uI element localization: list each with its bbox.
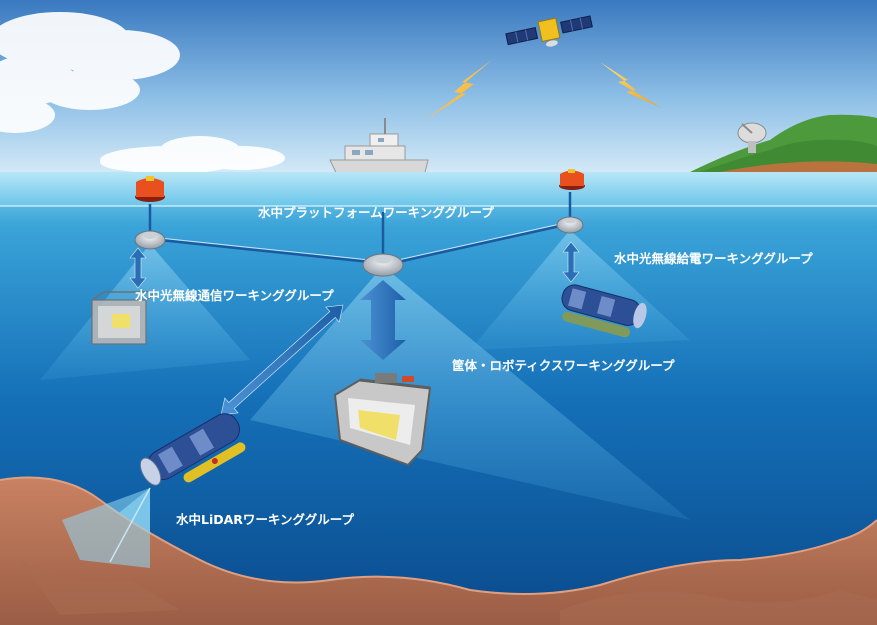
clouds — [0, 12, 285, 174]
label-optical-power: 水中光無線給電ワーキンググループ — [614, 251, 813, 266]
label-robotics: 筐体・ロボティクスワーキンググループ — [451, 358, 675, 373]
island-antenna-icon — [690, 114, 877, 172]
sea-surface — [0, 172, 877, 206]
bidirectional-arrow-icon — [129, 247, 147, 289]
auv-icon — [561, 284, 647, 338]
buoy-icon — [135, 176, 165, 202]
auv-icon — [139, 413, 246, 486]
node-icon — [362, 253, 404, 277]
satellite-icon — [505, 15, 593, 47]
robot-frame-icon — [91, 291, 157, 345]
label-lidar: 水中LiDARワーキンググループ — [176, 512, 355, 527]
node-links — [148, 192, 572, 264]
label-optical-comm: 水中光無線通信ワーキンググループ — [135, 288, 334, 303]
lidar-beam — [62, 487, 151, 568]
bidirectional-arrow-icon — [360, 280, 406, 360]
bidirectional-arrow-icon — [220, 304, 344, 416]
robot-frame-icon — [333, 373, 432, 467]
label-platform: 水中プラットフォームワーキンググループ — [258, 205, 494, 220]
lightning-icon — [600, 62, 662, 108]
lightning-icon — [425, 60, 492, 120]
bidirectional-arrow-icon — [562, 241, 580, 283]
node-icon — [556, 216, 584, 234]
node-icon — [134, 230, 166, 250]
buoy-icon — [559, 169, 585, 190]
